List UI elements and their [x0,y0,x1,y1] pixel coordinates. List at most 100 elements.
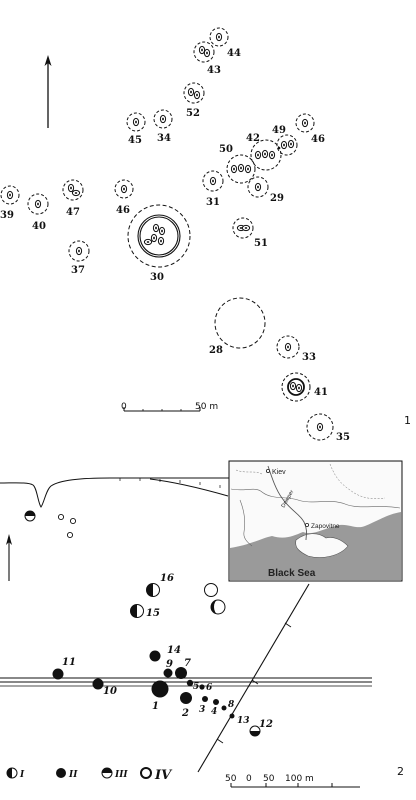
mound-11: 11 [52,657,76,680]
label-37: 37 [71,265,85,276]
label-49: 49 [272,125,286,136]
mound-label-14: 14 [167,645,181,656]
mound-label-6: 6 [206,683,213,693]
kurgan-28: 28 [209,297,266,356]
mound-label-3: 3 [199,705,205,715]
kurgan-46-west: 46 [114,179,134,216]
mound-label-2: 2 [181,708,189,719]
label-33: 33 [302,352,316,363]
legend-label-4: IV [154,768,173,783]
scale-max: 50 m [195,402,218,412]
mound-label-11: 11 [62,657,76,668]
label-52: 52 [186,108,200,119]
mound-label-1: 1 [152,701,159,712]
kurgan-39: 39 [0,185,20,221]
kurgan-29: 29 [247,176,284,204]
legend-item-3: III [101,767,128,780]
mound-label-10: 10 [103,686,117,697]
label-42: 42 [246,133,260,144]
inset-label-zapovitne: Zapovitne [311,523,340,530]
north-arrow-icon-2 [6,534,12,581]
label-34: 34 [157,133,171,144]
kurgan-30: 30 [127,204,191,283]
scale2-tick-4: 100 m [285,774,314,784]
mound-label-12: 12 [259,719,273,730]
kurgan-44: 44 [209,27,241,59]
label-29: 29 [270,193,284,204]
kurgan-47: 47 [62,179,84,218]
label-51: 51 [254,238,268,249]
label-28: 28 [209,345,223,356]
mound-9: 9 [163,659,173,678]
scale-bar-panel-1: 0 50 m [121,402,218,412]
mound-label-15: 15 [146,608,160,619]
panel-2-cemetery-plan: Kiev Dnieper Zapovitne Black Sea 16 15 [0,460,404,788]
label-47: 47 [66,207,80,218]
survey-lines [0,583,372,773]
mound-14: 14 [149,645,181,662]
mound-1: 1 [151,680,169,712]
kurgan-49: 49 [272,125,298,156]
legend-item-2: II [56,768,78,780]
kurgan-41: 41 [281,372,328,402]
label-45: 45 [128,135,142,146]
label-35: 35 [336,432,350,443]
label-39: 39 [0,210,14,221]
kurgan-31: 31 [202,170,224,208]
kurgan-43: 43 [193,41,221,76]
kurgan-33: 33 [276,335,316,363]
legend-item-4: IV [140,767,173,783]
kurgan-35: 35 [306,413,350,443]
kurgan-52: 52 [183,82,205,119]
panel-number-2: 2 [397,765,404,778]
kurgan-50: 50 [219,144,256,184]
kurgan-51: 51 [232,217,268,249]
ravine-outline [0,477,230,508]
kurgan-46-east: 46 [295,113,325,145]
mound-2: 2 [180,692,192,719]
mound-label-4: 4 [211,707,217,717]
burial-half-filled-top [24,510,36,522]
mound-label-9: 9 [166,659,173,670]
mound-label-13: 13 [237,716,250,726]
legend-label-2: II [68,770,78,780]
mound-unnamed-a [204,583,218,597]
kurgan-37: 37 [68,240,90,276]
kurgan-34: 34 [153,109,173,144]
mound-4: 4 [211,699,219,717]
inset-label-black-sea: Black Sea [268,568,316,579]
kurgan-42: 42 [246,133,282,171]
mound-label-5: 5 [193,682,199,692]
mound-12: 12 [249,719,273,737]
transect-line [197,583,310,773]
mound-10: 10 [92,678,117,697]
panel-number-1: 1 [404,414,411,427]
mound-7: 7 [175,658,191,679]
label-40: 40 [32,221,46,232]
kiev-marker [265,468,270,473]
mound-6: 6 [199,683,213,693]
kurgan-40: 40 [27,193,49,232]
mound-3: 3 [199,696,208,715]
legend: I II III IV [6,767,173,783]
label-50: 50 [219,144,233,155]
scale-bar-panel-2: 50 0 50 100 m [225,774,360,788]
north-arrow-icon [44,55,52,128]
label-46-west: 46 [116,205,130,216]
panel-1-kurgan-plan: 44 43 52 45 34 50 [0,27,411,443]
ravine-hatching [119,478,221,488]
mound-label-16: 16 [160,573,174,584]
label-30: 30 [150,272,164,283]
label-46-east: 46 [311,134,325,145]
inset-label-kiev: Kiev [272,469,286,476]
mound-5: 5 [186,679,199,692]
mound-label-7: 7 [184,658,191,669]
mound-15: 15 [130,604,160,619]
scale2-tick-1: 50 [225,774,237,784]
legend-label-3: III [114,770,128,780]
scale-zero: 0 [121,402,127,412]
dnieper-river [267,465,307,541]
inset-map: Kiev Dnieper Zapovitne Black Sea [228,460,403,582]
label-44: 44 [227,48,241,59]
